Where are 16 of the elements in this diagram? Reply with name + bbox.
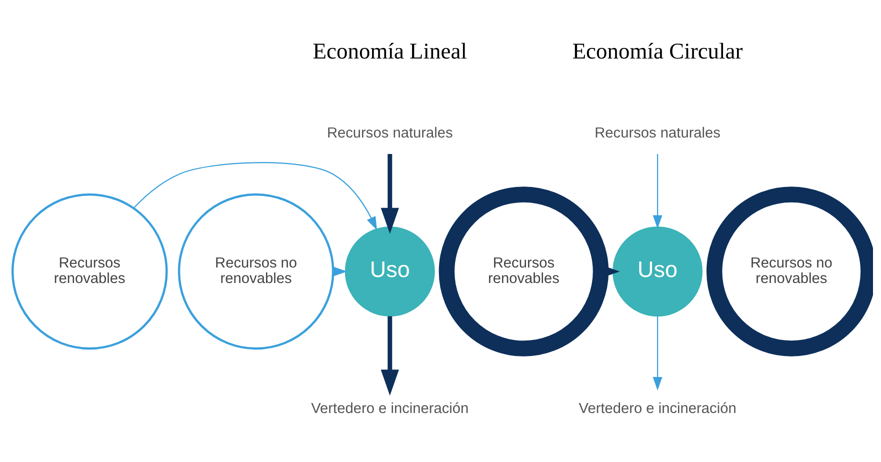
node-text: Recursos naturales [594,126,720,142]
label: Economía Circular [572,38,743,64]
node-text: Vertedero e incineración [578,401,736,418]
label: Economía Lineal [312,38,467,64]
arrow [380,154,399,234]
node-text: Vertedero e incineración [311,401,469,418]
node-circle: Uso [344,226,435,316]
arrow [134,162,377,230]
arrow [652,316,662,390]
node-circle: Recursos renovables [438,186,609,356]
arrow [380,316,399,396]
node-circle: Uso [612,226,703,316]
node-circle: Recursos renovables [11,193,168,350]
node-text: Recursos naturales [326,126,453,142]
node-circle: Recursos no renovables [706,186,873,356]
arrow [652,154,662,229]
